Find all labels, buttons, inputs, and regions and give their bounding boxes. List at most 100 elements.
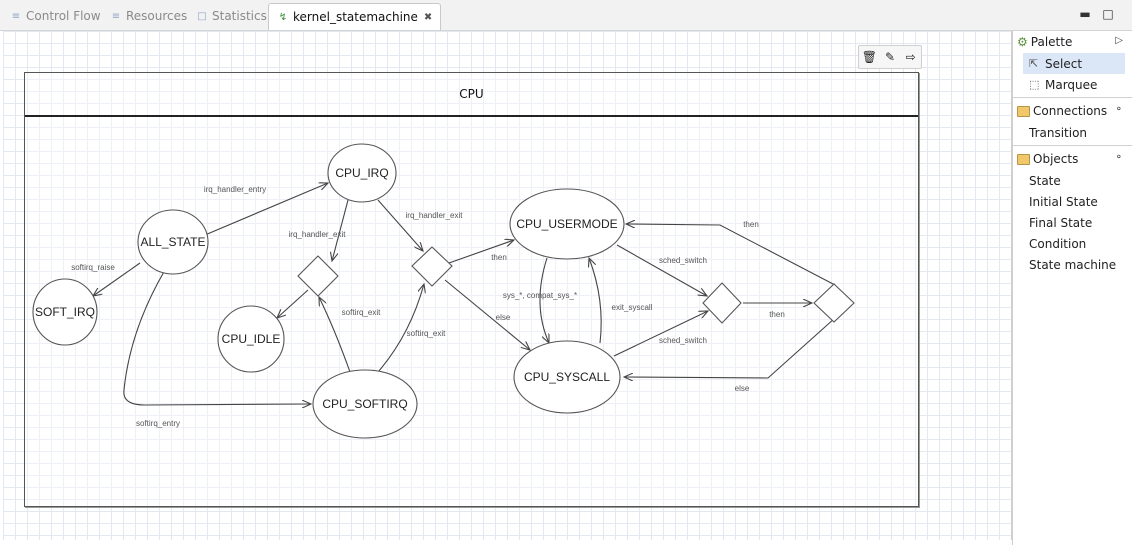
state-label-cpu-idle: CPU_IDLE — [222, 332, 281, 346]
palette-header[interactable]: ⚙ Palette ▷ — [1013, 31, 1132, 53]
palette-drawer-connections[interactable]: Connections ⚬ — [1013, 100, 1132, 122]
palette-title: Palette — [1030, 35, 1073, 49]
palette-item-condition[interactable]: Condition — [1013, 233, 1132, 254]
state-machine-title: CPU — [25, 73, 918, 117]
drawer-title: Connections — [1033, 104, 1108, 118]
palette-divider — [1013, 97, 1132, 98]
state-cpu-softirq — [312, 369, 418, 439]
transition-label-then-top: then — [743, 220, 759, 229]
transition-softirq-exit-to-d1 — [319, 297, 351, 373]
transition-syscall-sched-switch — [613, 311, 708, 357]
tab-label: Resources — [126, 9, 188, 23]
state-cpu-irq — [327, 143, 397, 203]
tab-label: Statistics — [212, 9, 267, 23]
palette-item-initial-state[interactable]: Initial State — [1013, 191, 1132, 212]
drawer-title: Objects — [1033, 152, 1079, 166]
resources-icon: ≡ — [111, 10, 121, 22]
close-icon[interactable]: ✖ — [423, 11, 433, 23]
palette-item-label: State machine — [1029, 257, 1117, 272]
maximize-button[interactable]: □ — [1102, 7, 1114, 21]
transition-label-irq-handler-exit-right: irq_handler_exit — [406, 211, 464, 220]
transition-label-then-usermode: then — [491, 253, 507, 262]
palette-item-label: State — [1029, 173, 1061, 188]
palette-item-final-state[interactable]: Final State — [1013, 212, 1132, 233]
transition-label-irq-handler-entry: irq_handler_entry — [204, 185, 266, 194]
transition-d1-to-idle — [277, 289, 309, 318]
palette-drawer-objects[interactable]: Objects ⚬ — [1013, 148, 1132, 170]
statemachine-icon: ↯ — [278, 11, 288, 23]
pin-icon[interactable]: ⚬ — [1114, 152, 1123, 163]
transition-label-softirq-exit-right: softirq_exit — [407, 329, 446, 338]
tab-kernel-statemachine[interactable]: ↯ kernel_statemachine ✖ — [268, 3, 442, 30]
palette-tool-marquee[interactable]: ⬚ Marquee — [1013, 74, 1132, 95]
statistics-icon: □ — [197, 10, 207, 22]
condition-3 — [702, 282, 742, 324]
state-label-cpu-softirq: CPU_SOFTIRQ — [322, 397, 407, 411]
state-label-cpu-syscall: CPU_SYSCALL — [524, 370, 610, 384]
folder-icon — [1017, 105, 1030, 117]
transition-d2-then-usermode — [448, 240, 514, 264]
diagram-mini-toolbar: 🗑 ✎ ⇨ — [858, 45, 922, 69]
transition-label-then-mid: then — [769, 310, 785, 319]
palette-icon: ⚙ — [1017, 35, 1028, 49]
transition-softirq-entry — [123, 269, 311, 405]
transition-label-irq-handler-exit-left: irq_handler_exit — [289, 230, 347, 239]
transition-irq-exit-to-d1 — [332, 199, 349, 261]
transition-d4-then-usermode — [626, 224, 836, 286]
arrange-icon[interactable]: ⇨ — [905, 50, 916, 64]
transition-label-softirq-entry: softirq_entry — [136, 419, 180, 428]
transition-d4-else-syscall — [624, 317, 836, 378]
palette-item-label: Transition — [1029, 125, 1088, 140]
editor-tab-bar: ≡ Control Flow ≡ Resources □ Statistics … — [0, 0, 1132, 31]
condition-4 — [813, 283, 855, 323]
state-machine-cpu[interactable]: CPU — [24, 72, 919, 507]
minimize-button[interactable]: ▬ — [1079, 7, 1091, 21]
marquee-icon: ⬚ — [1029, 78, 1040, 91]
state-cpu-usermode — [509, 188, 625, 260]
transition-label-softirq-exit-left: softirq_exit — [342, 308, 381, 317]
palette-tool-select[interactable]: ⇱ Select — [1023, 53, 1125, 74]
tab-statistics[interactable]: □ Statistics — [196, 6, 267, 26]
transition-softirq-exit-to-d2 — [377, 284, 424, 373]
eraser-icon[interactable]: ✎ — [884, 50, 896, 64]
transition-d2-else-syscall — [444, 279, 530, 350]
palette-tool-label: Marquee — [1045, 77, 1098, 92]
trash-icon[interactable]: 🗑 — [861, 50, 877, 64]
state-label-cpu-usermode: CPU_USERMODE — [516, 217, 617, 231]
state-soft-irq — [32, 278, 98, 346]
transition-label-else-syscall: else — [496, 313, 511, 322]
pin-icon[interactable]: ⚬ — [1114, 104, 1123, 115]
palette-item-label: Condition — [1029, 236, 1087, 251]
palette-item-label: Initial State — [1029, 194, 1098, 209]
transition-irq-exit-to-d2 — [377, 199, 423, 251]
palette-item-transition[interactable]: Transition — [1013, 122, 1132, 143]
transition-label-else-bottom: else — [735, 384, 750, 393]
select-arrow-icon: ⇱ — [1029, 57, 1039, 70]
transition-irq-handler-entry — [204, 183, 328, 236]
transition-usermode-to-syscall — [539, 257, 549, 343]
tab-control-flow[interactable]: ≡ Control Flow — [10, 6, 101, 26]
state-label-cpu-irq: CPU_IRQ — [335, 166, 388, 180]
tab-resources[interactable]: ≡ Resources — [110, 6, 188, 26]
transition-softirq-raise — [93, 262, 141, 296]
palette-divider — [1013, 145, 1132, 146]
state-cpu-syscall — [513, 340, 621, 414]
palette-item-state[interactable]: State — [1013, 170, 1132, 191]
state-label-soft-irq: SOFT_IRQ — [35, 305, 95, 319]
palette-item-state-machine[interactable]: State machine — [1013, 254, 1132, 275]
palette-panel: ⚙ Palette ▷ ⇱ Select ⬚ Marquee Connectio… — [1012, 31, 1132, 545]
transition-label-exit-syscall: exit_syscall — [612, 303, 653, 312]
state-label-all-state: ALL_STATE — [141, 235, 206, 249]
tab-label: Control Flow — [26, 9, 101, 23]
tab-label: kernel_statemachine — [293, 10, 418, 24]
transition-syscall-to-usermode — [589, 258, 602, 344]
palette-collapse-icon[interactable]: ▷ — [1115, 35, 1123, 46]
condition-2 — [411, 246, 453, 287]
state-cpu-idle — [217, 305, 285, 373]
transition-usermode-sched-switch — [616, 244, 707, 296]
control-flow-icon: ≡ — [11, 10, 21, 22]
transition-label-sched-switch-bottom: sched_switch — [659, 336, 707, 345]
palette-tool-label: Select — [1045, 56, 1083, 71]
transition-label-softirq-raise: softirq_raise — [71, 263, 115, 272]
